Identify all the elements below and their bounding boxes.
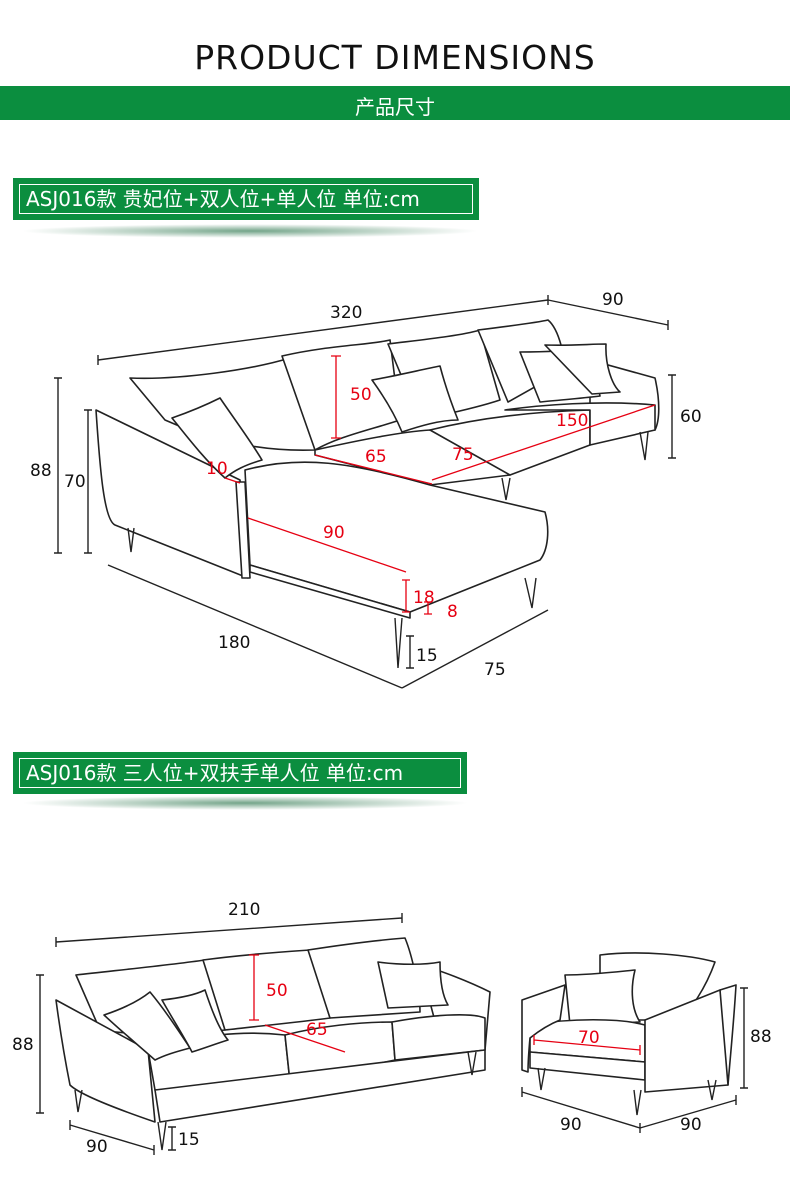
dim-leg-height-2: 15 [178,1130,200,1150]
sectional-sofa-drawing: 320 90 60 88 70 180 75 15 50 65 75 150 1… [30,290,702,689]
dim-cushion-back: 50 [350,385,372,405]
dim-seat-depth-2: 65 [306,1020,328,1040]
dim-leg-height: 15 [416,646,438,666]
dim-chair-depth: 90 [680,1115,702,1135]
section1-tag: ASJ016款 贵妃位+双人位+单人位 单位:cm [13,178,479,220]
armchair-drawing: 70 88 90 90 [521,952,772,1135]
header-subtitle: 产品尺寸 [355,95,435,119]
dim-base-thickness: 8 [447,602,458,622]
dim-seat-depth: 65 [365,447,387,467]
dim-chair-seat: 70 [578,1028,600,1048]
dim-depth: 90 [602,290,624,310]
dim-back-height: 60 [680,407,702,427]
dim-arm-height: 70 [64,472,86,492]
dim-cushion-back-2: 50 [266,981,288,1001]
dim-arm-thickness: 10 [206,459,228,479]
dim-seat-thickness: 18 [413,588,435,608]
dim-chair-height: 88 [750,1027,772,1047]
tag-shadow [20,796,470,810]
dim-sofa-depth: 90 [86,1137,108,1157]
dim-chaise-width: 75 [484,660,506,680]
dim-chaise-seat: 90 [323,523,345,543]
three-seater-drawing: 210 88 90 15 50 65 [12,900,491,1157]
section2-tag-label: ASJ016款 三人位+双扶手单人位 单位:cm [19,758,461,788]
section1-tag-label: ASJ016款 贵妃位+双人位+单人位 单位:cm [19,184,473,214]
tag-shadow [20,224,480,238]
dim-total-height: 88 [30,461,52,481]
dim-seat-length: 150 [556,411,588,431]
dim-seat-width: 75 [452,445,474,465]
dim-total-length: 320 [330,303,362,323]
page-title: PRODUCT DIMENSIONS [194,38,596,77]
dim-sofa-length: 210 [228,900,260,920]
section2-tag: ASJ016款 三人位+双扶手单人位 单位:cm [13,752,467,794]
header-band [0,86,790,120]
dim-sofa-height: 88 [12,1035,34,1055]
dim-chaise-length: 180 [218,633,250,653]
dim-chair-width: 90 [560,1115,582,1135]
